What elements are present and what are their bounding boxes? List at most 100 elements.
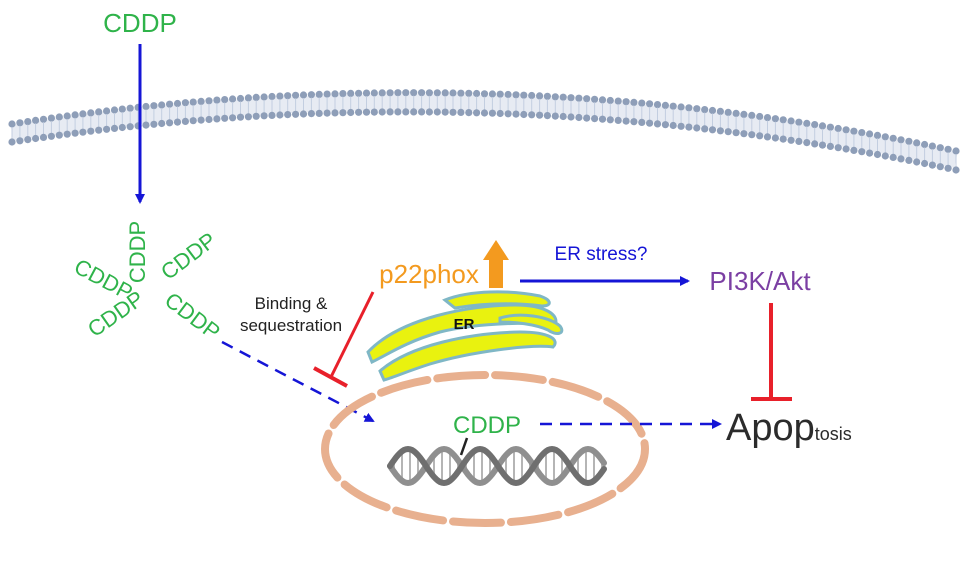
lipid-head bbox=[386, 89, 394, 97]
lipid-head bbox=[55, 113, 63, 121]
lipid-head bbox=[347, 89, 355, 97]
lipid-head bbox=[142, 121, 150, 129]
lipid-head bbox=[787, 136, 795, 144]
lipid-head bbox=[881, 152, 889, 160]
lipid-head bbox=[95, 126, 103, 134]
lipid-head bbox=[905, 137, 913, 145]
lipid-head bbox=[583, 114, 591, 122]
lipid-head bbox=[307, 110, 315, 118]
lipid-head bbox=[763, 133, 772, 141]
lipid-head bbox=[905, 156, 913, 164]
lipid-head bbox=[331, 90, 339, 98]
lipid-head bbox=[756, 112, 764, 121]
lipid-head bbox=[771, 115, 780, 123]
lipid-head bbox=[881, 133, 889, 141]
pi3k-akt-label: PI3K/Akt bbox=[709, 266, 811, 296]
lipid-head bbox=[756, 132, 764, 140]
lipid-head bbox=[378, 108, 386, 116]
lipid-head bbox=[47, 114, 56, 122]
lipid-head bbox=[39, 133, 48, 141]
lipid-head bbox=[763, 114, 772, 122]
lipid-head bbox=[410, 108, 418, 116]
lipid-head bbox=[669, 102, 677, 110]
apoptosis-label-large: Apop bbox=[726, 407, 815, 449]
lipid-head bbox=[669, 121, 677, 130]
lipid-head bbox=[331, 109, 339, 117]
lipid-head bbox=[685, 123, 693, 131]
er-organelle: ER bbox=[366, 290, 564, 382]
lipid-head bbox=[748, 131, 756, 139]
lipid-head bbox=[708, 126, 717, 134]
lipid-head bbox=[528, 91, 536, 100]
cddp-nucleus-label: CDDP bbox=[453, 412, 521, 439]
lipid-head bbox=[103, 107, 111, 115]
lipid-head bbox=[653, 101, 662, 109]
lipid-head bbox=[622, 117, 630, 125]
lipid-head bbox=[598, 115, 607, 123]
lipid-head bbox=[748, 111, 756, 119]
lipid-head bbox=[559, 93, 567, 101]
pi3k-inhibition bbox=[751, 303, 792, 401]
lipid-head bbox=[362, 108, 371, 116]
lipid-head bbox=[370, 89, 378, 97]
lipid-head bbox=[677, 103, 685, 111]
lipid-head bbox=[496, 90, 504, 98]
lipid-head bbox=[724, 128, 732, 136]
lipid-head bbox=[488, 109, 496, 117]
lipid-head bbox=[299, 110, 308, 118]
lipid-head bbox=[630, 98, 638, 106]
lipid-head bbox=[936, 163, 944, 171]
lipid-head bbox=[205, 97, 213, 105]
lipid-head bbox=[512, 91, 520, 99]
lipid-head bbox=[803, 139, 811, 147]
lipid-head bbox=[205, 115, 213, 124]
lipid-head bbox=[480, 90, 489, 98]
er-stress-label: ER stress? bbox=[555, 244, 648, 265]
lipid-head bbox=[173, 99, 182, 108]
lipid-head bbox=[150, 102, 158, 110]
lipid-head bbox=[284, 92, 292, 100]
lipid-head bbox=[583, 95, 591, 103]
lipid-head bbox=[834, 124, 842, 133]
lipid-head bbox=[173, 118, 182, 126]
lipid-head bbox=[708, 106, 717, 115]
lipid-head bbox=[126, 104, 134, 112]
lipid-head bbox=[158, 119, 166, 128]
lipid-head bbox=[567, 113, 575, 121]
lipid-head bbox=[826, 123, 835, 131]
lipid-head bbox=[543, 92, 552, 100]
lipid-head bbox=[276, 92, 284, 100]
nucleus-envelope bbox=[321, 371, 649, 527]
lipid-head bbox=[591, 115, 599, 123]
lipid-head bbox=[299, 91, 308, 99]
lipid-head bbox=[449, 89, 457, 97]
lipid-head bbox=[378, 89, 386, 97]
lipid-head bbox=[221, 96, 229, 104]
lipid-head bbox=[402, 108, 410, 116]
lipid-head bbox=[71, 111, 79, 119]
cddp-cluster-label: CDDP bbox=[125, 221, 150, 283]
lipid-head bbox=[63, 112, 71, 120]
lipid-head bbox=[591, 95, 599, 103]
lipid-head bbox=[732, 109, 740, 117]
lipid-head bbox=[779, 116, 787, 124]
lipid-head bbox=[646, 100, 654, 108]
cddp-dna-bond bbox=[459, 437, 469, 456]
lipid-head bbox=[693, 124, 701, 132]
lipid-head bbox=[606, 96, 614, 105]
lipid-head bbox=[433, 89, 441, 97]
lipid-head bbox=[118, 105, 126, 113]
lipid-head bbox=[8, 120, 16, 128]
lipid-head bbox=[952, 166, 960, 174]
lipid-head bbox=[921, 140, 929, 149]
lipid-head bbox=[488, 90, 496, 98]
lipid-head bbox=[292, 110, 300, 118]
cddp-cluster-label: CDDP bbox=[160, 287, 225, 344]
upregulation-arrow-icon bbox=[483, 240, 509, 288]
lipid-head bbox=[457, 89, 465, 97]
lipid-head bbox=[418, 89, 426, 97]
lipid-head bbox=[952, 147, 960, 155]
lipid-head bbox=[646, 119, 654, 127]
lipid-head bbox=[622, 98, 630, 106]
lipid-head bbox=[213, 115, 221, 123]
